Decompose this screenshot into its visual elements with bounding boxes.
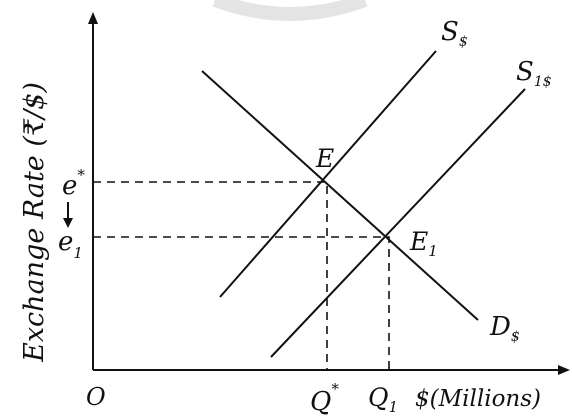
e1-label: e1 [58,227,83,262]
y-axis-arrowhead [88,12,98,24]
demand-curve [201,70,479,321]
point-e1-label: E1 [409,227,438,260]
guide-e-star [93,181,328,370]
point-e-label: E [315,144,334,173]
demand-label: D$ [489,312,520,345]
q-star-label: Q* [310,380,339,417]
supply-curve-new [270,88,526,358]
supply-curve [219,50,437,298]
y-axis-label: Exchange Rate (₹/$) [19,82,50,363]
supply-new-label: S1$ [516,57,552,90]
arrow-down-icon [63,202,73,228]
origin-label: O [86,383,106,411]
guide-e1 [93,236,390,370]
q1-label: Q1 [368,383,398,416]
x-axis-arrowhead [558,365,570,375]
e-star-label: e* [62,166,85,201]
supply-label: S$ [441,17,468,50]
watermark-arc [212,0,368,21]
x-axis-label: $(Millions) [415,386,541,412]
